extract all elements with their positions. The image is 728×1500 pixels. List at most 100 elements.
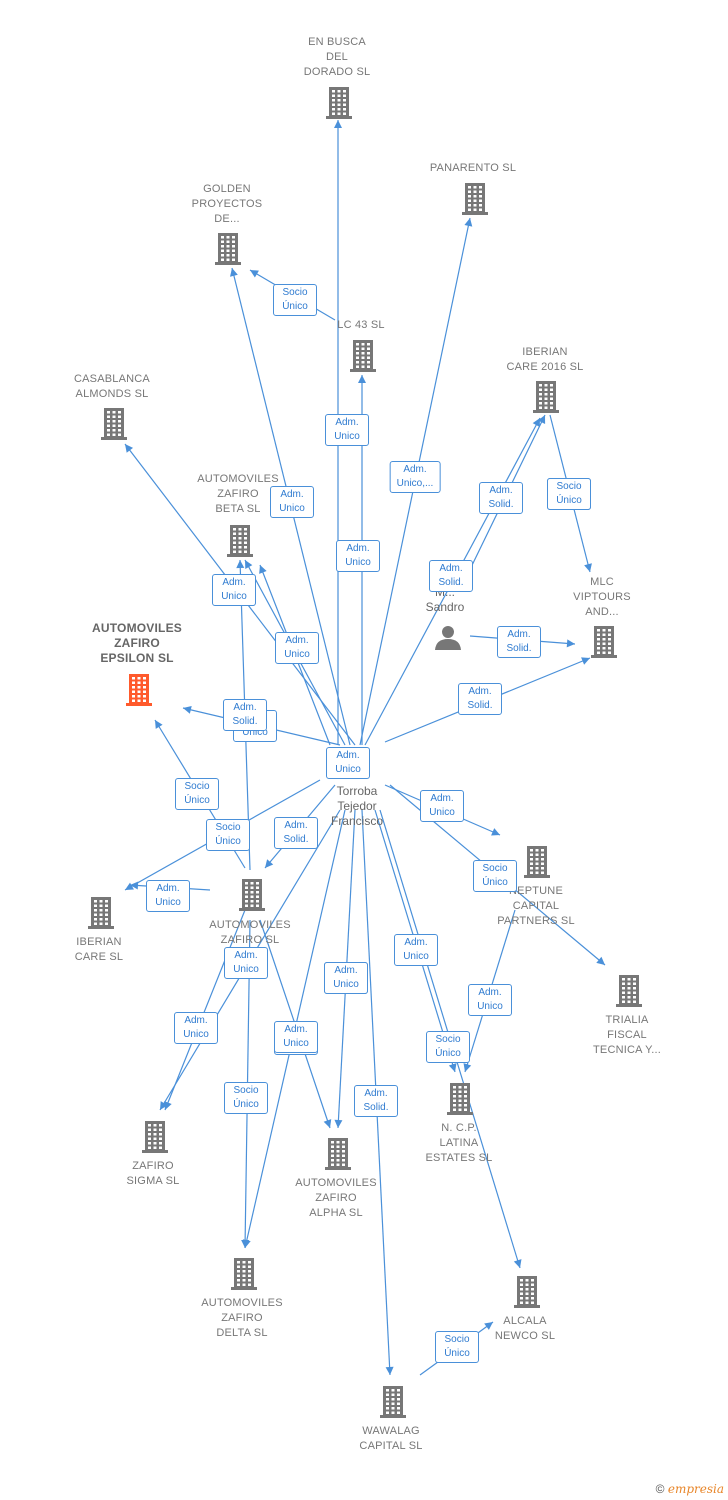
edge-arrowhead xyxy=(242,1239,251,1248)
building-icon[interactable] xyxy=(88,897,114,929)
building-icon[interactable] xyxy=(616,975,642,1007)
edge-arrowhead xyxy=(334,120,342,128)
edge-arrowhead xyxy=(596,956,605,965)
edge-arrowhead xyxy=(448,1063,457,1072)
company-label-iberian[interactable]: IBERIAN CARE SL xyxy=(74,936,124,963)
edge-arrowhead xyxy=(130,881,139,890)
building-icon[interactable] xyxy=(326,87,352,119)
edge-role-label[interactable]: Socio Único xyxy=(206,819,250,851)
edge-role-label[interactable]: Adm. Unico xyxy=(420,790,464,822)
edge-role-label[interactable]: Adm. Unico xyxy=(324,962,368,994)
building-icon[interactable] xyxy=(227,525,253,557)
edge-role-label[interactable]: Adm. Solid. xyxy=(354,1085,398,1117)
company-label-trialia[interactable]: TRIALIA FISCAL TECNICA Y... xyxy=(592,1014,662,1056)
edge-arrowhead xyxy=(334,1119,343,1128)
edge-role-label[interactable]: Socio Único xyxy=(473,860,517,892)
company-label-neptune[interactable]: NEPTUNE CAPITAL PARTNERS SL xyxy=(497,885,575,927)
edge-arrowhead xyxy=(484,1322,493,1330)
building-icon[interactable] xyxy=(101,408,127,440)
edge-arrowhead xyxy=(385,1366,394,1375)
edge-role-label[interactable]: Adm. Unico xyxy=(394,934,438,966)
company-label-beta[interactable]: AUTOMOVILES ZAFIRO BETA SL xyxy=(197,473,279,515)
edge-role-label[interactable]: Adm. Unico xyxy=(274,1021,318,1053)
company-label-panarento[interactable]: PANARENTO SL xyxy=(429,162,517,174)
company-label-iberian2016[interactable]: IBERIAN CARE 2016 SL xyxy=(506,346,584,373)
building-icon[interactable] xyxy=(514,1276,540,1308)
edge-arrowhead xyxy=(491,828,500,836)
edge-role-label[interactable]: Adm. Unico xyxy=(174,1012,218,1044)
edge-arrowhead xyxy=(155,720,163,729)
company-label-zafiro[interactable]: AUTOMOVILES ZAFIRO SL xyxy=(209,919,291,946)
edge-role-label[interactable]: Adm. Unico xyxy=(336,540,380,572)
edge-arrowhead xyxy=(125,882,134,890)
building-icon[interactable] xyxy=(215,233,241,265)
edge-arrowhead xyxy=(581,657,590,665)
company-label-sigma[interactable]: ZAFIRO SIGMA SL xyxy=(126,1160,180,1187)
edge-arrowhead xyxy=(463,1063,472,1072)
edge-line xyxy=(164,909,246,1111)
edge-role-label[interactable]: Adm. Solid. xyxy=(223,699,267,731)
company-label-wawalag[interactable]: WAWALAG CAPITAL SL xyxy=(359,1425,423,1452)
edge-role-label[interactable]: Socio Único xyxy=(547,478,591,510)
building-icon[interactable] xyxy=(231,1258,257,1290)
building-icon[interactable] xyxy=(126,674,152,706)
edge-arrowhead xyxy=(164,1101,172,1110)
building-icon[interactable] xyxy=(524,846,550,878)
person-icon[interactable] xyxy=(435,626,461,650)
company-label-casablanca[interactable]: CASABLANCA ALMONDS SL xyxy=(74,373,150,400)
company-label-golden[interactable]: GOLDEN PROYECTOS DE... xyxy=(191,183,263,225)
edge-role-label[interactable]: Socio Único xyxy=(435,1331,479,1363)
edge-arrowhead xyxy=(323,1119,332,1128)
edge-role-label[interactable]: Socio Único xyxy=(175,778,219,810)
edge-arrowhead xyxy=(250,270,259,278)
edge-arrowhead xyxy=(464,218,473,227)
company-label-alcala[interactable]: ALCALA NEWCO SL xyxy=(494,1315,556,1342)
building-icon[interactable] xyxy=(591,626,617,658)
edge-arrowhead xyxy=(236,560,245,569)
edge-role-label[interactable]: Adm. Unico xyxy=(224,947,268,979)
edge-arrowhead xyxy=(259,565,267,574)
edge-role-label[interactable]: Adm. Unico xyxy=(270,486,314,518)
copyright-symbol: © xyxy=(655,1482,665,1496)
company-label-epsilon[interactable]: AUTOMOVILES ZAFIRO EPSILON SL xyxy=(92,621,182,665)
edge-arrowhead xyxy=(537,415,546,424)
brand-logo-text[interactable]: empresia xyxy=(667,1482,724,1496)
edge-role-label[interactable]: Adm. Solid. xyxy=(429,560,473,592)
edge-arrowhead xyxy=(358,375,366,383)
edge-arrowhead xyxy=(513,1259,522,1268)
edge-role-label[interactable]: Socio Único xyxy=(273,284,317,316)
edge-role-label[interactable]: Adm. Unico xyxy=(146,880,190,912)
edge-arrowhead xyxy=(183,705,192,714)
company-label-alpha[interactable]: AUTOMOVILES ZAFIRO ALPHA SL xyxy=(295,1177,377,1219)
edge-role-label[interactable]: Adm. Solid. xyxy=(458,683,502,715)
company-label-mlc[interactable]: MLC VIPTOURS AND... xyxy=(573,576,631,618)
edge-arrowhead xyxy=(584,563,592,572)
company-label-ncp[interactable]: N. C.P. LATINA ESTATES SL xyxy=(425,1122,493,1164)
company-label-en_busca[interactable]: EN BUSCA DEL DORADO SL xyxy=(303,36,371,78)
footer: © empresia xyxy=(656,1482,724,1496)
edge-role-label[interactable]: Adm. Unico xyxy=(326,747,370,779)
edge-role-label[interactable]: Adm. Unico xyxy=(275,632,319,664)
edge-role-label[interactable]: Adm. Solid. xyxy=(497,626,541,658)
building-icon[interactable] xyxy=(447,1083,473,1115)
edge-arrowhead xyxy=(532,418,540,427)
building-icon[interactable] xyxy=(142,1121,168,1153)
building-icon[interactable] xyxy=(462,183,488,215)
building-icon[interactable] xyxy=(380,1386,406,1418)
person-label-torroba[interactable]: Torroba Tejedor Francisco xyxy=(330,784,383,828)
building-icon[interactable] xyxy=(239,879,265,911)
edge-arrowhead xyxy=(265,859,274,868)
edge-role-label[interactable]: Adm. Unico xyxy=(325,414,369,446)
edge-role-label[interactable]: Adm. Solid. xyxy=(274,817,318,849)
edge-role-label[interactable]: Adm. Solid. xyxy=(479,482,523,514)
edge-role-label[interactable]: Socio Único xyxy=(426,1031,470,1063)
edge-role-label[interactable]: Adm. Unico,... xyxy=(389,461,441,493)
building-icon[interactable] xyxy=(350,340,376,372)
edge-role-label[interactable]: Adm. Unico xyxy=(212,574,256,606)
company-label-delta[interactable]: AUTOMOVILES ZAFIRO DELTA SL xyxy=(201,1297,283,1339)
building-icon[interactable] xyxy=(533,381,559,413)
edge-role-label[interactable]: Adm. Unico xyxy=(468,984,512,1016)
company-label-lc43[interactable]: LC 43 SL xyxy=(337,319,385,331)
building-icon[interactable] xyxy=(325,1138,351,1170)
edge-role-label[interactable]: Socio Único xyxy=(224,1082,268,1114)
